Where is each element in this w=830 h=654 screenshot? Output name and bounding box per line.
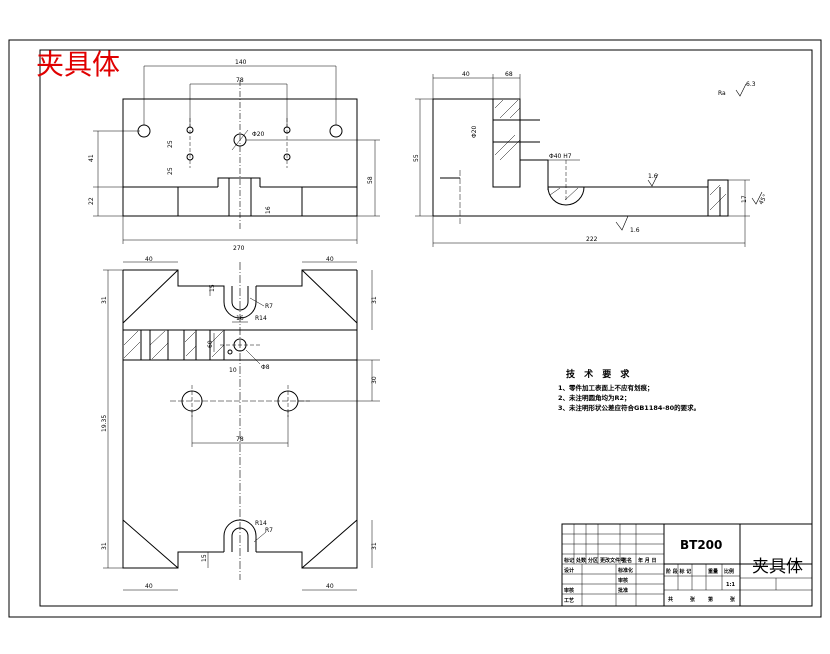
svg-text:40: 40 <box>326 256 334 263</box>
plan-view <box>103 261 380 591</box>
svg-text:更改文件号: 更改文件号 <box>600 557 625 564</box>
svg-text:阶 段 标 记: 阶 段 标 记 <box>666 568 691 575</box>
top-view <box>93 65 380 244</box>
top-view-dims: 140 78 Φ20 41 22 58 25 25 16 270 <box>88 59 374 252</box>
svg-text:签名: 签名 <box>621 557 632 564</box>
title-block-text: BT200 夹具体 标记 处数 分区 更改文件号 签名 年 月 日 设计 标准化… <box>563 538 803 604</box>
svg-text:1.6: 1.6 <box>648 173 658 180</box>
tech-requirements: 技 术 要 求 1、零件加工表面上不应有划痕； 2、未注明圆角均为R2； 3、未… <box>558 368 700 412</box>
svg-text:10: 10 <box>229 367 237 374</box>
svg-text:55: 55 <box>413 154 420 162</box>
svg-text:工艺: 工艺 <box>564 597 574 604</box>
tech-requirement-1: 1、零件加工表面上不应有划痕； <box>558 383 654 392</box>
svg-text:审核: 审核 <box>618 577 628 584</box>
svg-text:31: 31 <box>371 542 378 550</box>
svg-text:标记: 标记 <box>563 557 574 564</box>
side-view <box>415 74 763 247</box>
tech-requirement-3: 3、未注明形状公差应符合GB1184-80的要求。 <box>558 403 700 412</box>
side-view-dims: 40 68 55 Φ20 Φ40 H7 1.6 1.6 17 45° 222 R… <box>413 71 769 243</box>
svg-text:68: 68 <box>505 71 513 78</box>
svg-text:40: 40 <box>326 583 334 590</box>
svg-text:年 月 日: 年 月 日 <box>638 557 656 564</box>
svg-text:16: 16 <box>265 206 272 214</box>
part-number: BT200 <box>680 538 722 552</box>
svg-text:R7: R7 <box>265 527 273 534</box>
svg-text:6.3: 6.3 <box>746 81 756 88</box>
svg-text:Ra: Ra <box>718 90 726 97</box>
svg-text:审核: 审核 <box>564 587 574 594</box>
svg-text:R7: R7 <box>265 303 273 310</box>
plan-view-dims: 40 40 31 31 R7 R14 16 15 60 10 Φ8 30 19.… <box>101 256 378 590</box>
svg-text:31: 31 <box>371 296 378 304</box>
svg-text:19.35: 19.35 <box>101 415 108 432</box>
svg-text:标准化: 标准化 <box>617 567 633 574</box>
svg-text:张: 张 <box>690 596 696 603</box>
tech-requirements-title: 技 术 要 求 <box>566 368 632 380</box>
svg-text:Φ20: Φ20 <box>471 125 478 138</box>
svg-text:78: 78 <box>236 436 244 443</box>
svg-text:共: 共 <box>668 596 673 603</box>
svg-text:60: 60 <box>207 340 214 348</box>
svg-text:R14: R14 <box>255 520 267 527</box>
svg-text:30: 30 <box>371 376 378 384</box>
svg-text:40: 40 <box>462 71 470 78</box>
svg-text:17: 17 <box>741 195 748 203</box>
svg-text:15: 15 <box>209 284 216 292</box>
svg-text:批准: 批准 <box>618 587 628 594</box>
tech-requirement-2: 2、未注明圆角均为R2； <box>558 393 631 402</box>
title-block <box>561 523 813 607</box>
svg-text:58: 58 <box>367 176 374 184</box>
svg-text:张: 张 <box>730 596 736 603</box>
svg-text:Φ40 H7: Φ40 H7 <box>549 153 572 160</box>
svg-text:R14: R14 <box>255 315 267 322</box>
svg-text:45°: 45° <box>758 193 769 206</box>
svg-text:78: 78 <box>236 77 244 84</box>
outer-frame <box>8 39 822 618</box>
svg-text:41: 41 <box>88 154 95 162</box>
svg-text:分区: 分区 <box>588 557 598 564</box>
overlay-title: 夹具体 <box>36 48 120 81</box>
svg-text:1.6: 1.6 <box>630 227 640 234</box>
svg-text:25: 25 <box>167 140 174 148</box>
svg-text:270: 270 <box>233 245 245 252</box>
svg-text:40: 40 <box>145 256 153 263</box>
top-hole-right <box>329 124 343 138</box>
svg-text:31: 31 <box>101 296 108 304</box>
svg-text:第: 第 <box>708 596 713 603</box>
inner-frame <box>39 49 813 607</box>
svg-text:重量: 重量 <box>708 568 718 575</box>
svg-text:222: 222 <box>586 236 598 243</box>
svg-text:22: 22 <box>88 197 95 205</box>
svg-text:设计: 设计 <box>564 567 574 574</box>
svg-text:1:1: 1:1 <box>726 582 735 588</box>
svg-text:Φ20: Φ20 <box>252 131 265 138</box>
svg-text:25: 25 <box>167 167 174 175</box>
svg-text:140: 140 <box>235 59 247 66</box>
svg-text:比例: 比例 <box>724 568 734 575</box>
svg-text:Φ8: Φ8 <box>261 364 270 371</box>
svg-text:16: 16 <box>236 315 244 322</box>
svg-text:15: 15 <box>201 554 208 562</box>
svg-text:处数: 处数 <box>575 557 587 564</box>
svg-text:40: 40 <box>145 583 153 590</box>
part-name: 夹具体 <box>752 557 803 577</box>
svg-text:31: 31 <box>101 542 108 550</box>
